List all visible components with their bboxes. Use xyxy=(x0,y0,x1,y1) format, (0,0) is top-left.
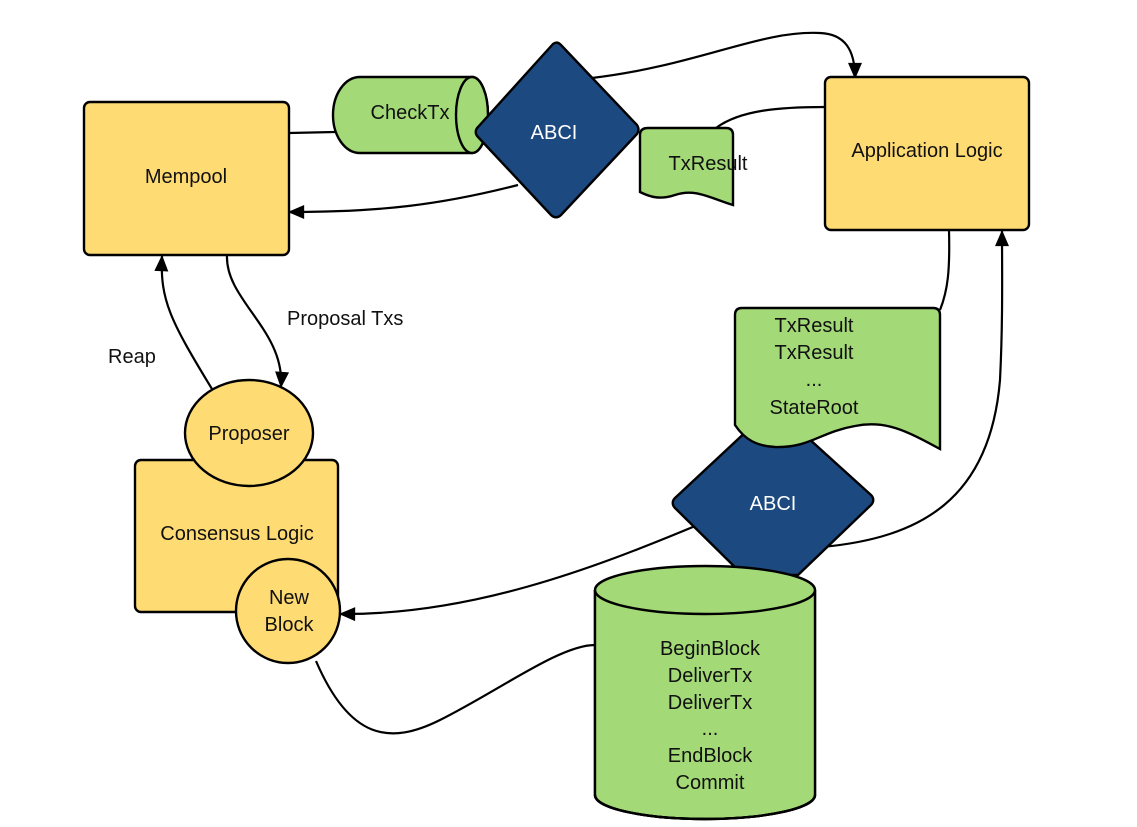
edge-proposal-txs xyxy=(225,254,290,389)
new-block-label-line2: Block xyxy=(265,614,315,636)
block-line-4: ... xyxy=(702,718,719,740)
block-line-6: Commit xyxy=(676,772,745,794)
abci-top-label: ABCI xyxy=(531,122,578,144)
consensus-logic-label: Consensus Logic xyxy=(160,523,313,545)
proposer-node: Proposer xyxy=(183,378,315,488)
edge-mempool-checktx xyxy=(288,130,336,135)
edge-abci-to-mempool xyxy=(287,183,519,219)
application-logic-label: Application Logic xyxy=(851,140,1002,162)
results-line-1: TxResult xyxy=(775,315,854,337)
edge-reap xyxy=(154,254,213,390)
proposer-label: Proposer xyxy=(208,423,289,445)
txresult-top-node: TxResult xyxy=(638,126,748,207)
block-store-node: BeginBlock DeliverTx DeliverTx ... EndBl… xyxy=(593,564,817,821)
results-doc-node: TxResult TxResult ... StateRoot xyxy=(733,306,942,452)
block-line-5: EndBlock xyxy=(668,745,753,767)
mempool-label: Mempool xyxy=(145,166,227,188)
block-line-3: DeliverTx xyxy=(668,692,752,714)
results-line-4: StateRoot xyxy=(770,397,859,419)
block-line-1: BeginBlock xyxy=(660,638,761,660)
block-line-2: DeliverTx xyxy=(668,665,752,687)
checktx-label: CheckTx xyxy=(371,102,450,124)
txresult-top-label: TxResult xyxy=(669,153,748,175)
proposal-txs-label: Proposal Txs xyxy=(287,308,403,330)
edge-abci-bottom-to-app xyxy=(821,229,1010,549)
application-logic-node: Application Logic xyxy=(823,75,1031,232)
abci-bottom-label: ABCI xyxy=(750,493,797,515)
abci-bottom-node: ABCI xyxy=(671,426,875,577)
edge-abci-to-app xyxy=(591,31,862,80)
edge-app-to-results xyxy=(938,229,951,311)
edge-abci-bottom-to-newblock xyxy=(338,522,701,622)
edge-app-to-txresult xyxy=(715,105,826,129)
new-block-label-line1: New xyxy=(269,587,310,609)
results-line-3: ... xyxy=(806,369,823,391)
results-line-2: TxResult xyxy=(775,342,854,364)
abci-top-node: ABCI xyxy=(474,41,640,219)
mempool-node: Mempool xyxy=(82,100,291,257)
new-block-node: New Block xyxy=(234,557,342,665)
edge-newblock-to-block xyxy=(314,643,596,735)
checktx-node: CheckTx xyxy=(331,75,490,155)
reap-label: Reap xyxy=(108,346,156,368)
